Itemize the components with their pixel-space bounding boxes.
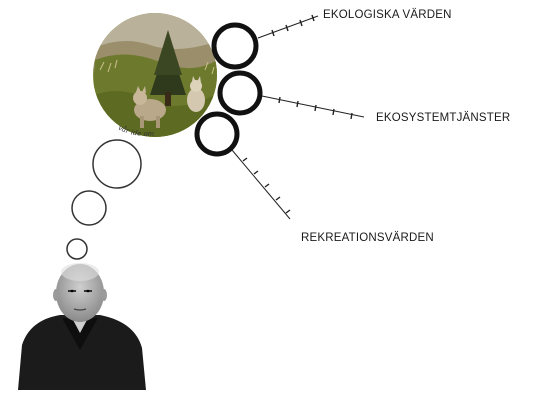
thought-bubbles <box>66 139 142 260</box>
line-ecological <box>257 15 319 39</box>
bubble-small <box>66 238 88 260</box>
man-portrait <box>18 263 146 390</box>
bubble-medium <box>71 190 107 226</box>
label-ecosystem-services: EKOSYSTEMTJÄNSTER <box>376 112 511 124</box>
thick-rings <box>194 22 263 157</box>
ring-ecosystem <box>217 70 263 116</box>
bubble-large <box>92 139 142 189</box>
label-recreation-values: REKREATIONSVÄRDEN <box>301 232 434 244</box>
ring-ecological <box>211 22 259 70</box>
label-ecological-values: EKOLOGISKA VÄRDEN <box>323 9 452 21</box>
line-recreation <box>231 149 291 220</box>
connector-lines <box>231 15 365 220</box>
tick-marks <box>242 14 353 214</box>
line-ecosystem <box>261 95 365 118</box>
ring-recreation <box>194 111 240 157</box>
